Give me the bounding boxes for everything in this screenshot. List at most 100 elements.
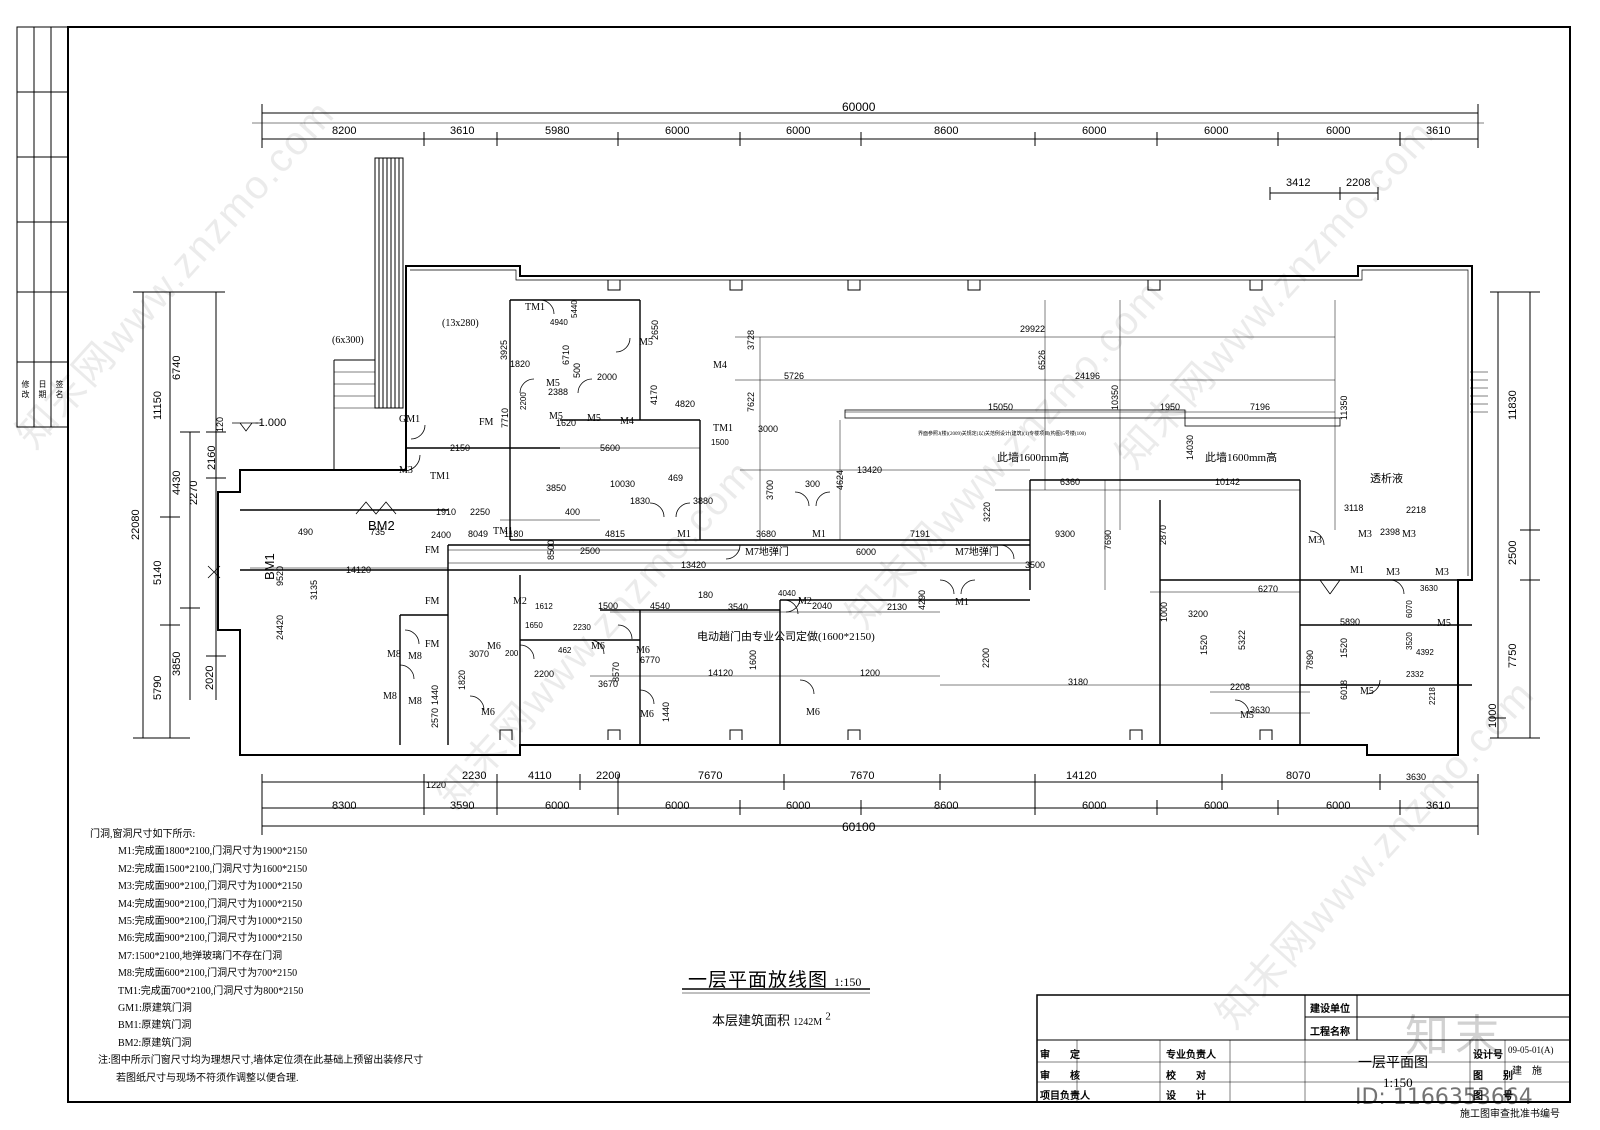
interior-dim: 735 <box>370 527 386 537</box>
dim-left-b: 3850 <box>171 651 183 676</box>
door-label: M6 <box>591 641 605 652</box>
door-label: M1 <box>1350 565 1364 576</box>
project-label: 工程名称 <box>1310 1027 1350 1038</box>
door-label: M3 <box>1435 567 1449 578</box>
sign-row-label: 设 计 <box>1166 1091 1206 1102</box>
dim-bottom-row1: 7670 <box>698 770 723 782</box>
interior-dim: 1910 <box>436 507 457 517</box>
drawing-scale: 1:150 <box>834 975 862 989</box>
interior-dim: 1000 <box>1159 601 1169 622</box>
sign-row-label: 校 对 <box>1166 1071 1206 1082</box>
door-label: M5 <box>639 337 653 348</box>
door-label: M3 <box>1358 529 1372 540</box>
dim-top-seg: 6000 <box>665 125 690 137</box>
interior-dim: 3630 <box>1250 705 1271 715</box>
interior-dim: 2570 <box>430 707 440 728</box>
door-label: M6 <box>640 709 654 720</box>
interior-dim: 29922 <box>1020 324 1046 334</box>
door-label: M5 <box>1437 618 1451 629</box>
dim-bottom-row2: 3610 <box>1426 800 1451 812</box>
door-label: BM2 <box>368 518 395 533</box>
door-label: M5 <box>549 411 563 422</box>
dim-bottom-row1: 2200 <box>596 770 621 782</box>
dim-bottom-overall: 60100 <box>842 820 876 834</box>
interior-dim: 3070 <box>469 649 490 659</box>
interior-dim: 3925 <box>499 339 509 360</box>
dim-bottom-small: 1220 <box>426 780 447 790</box>
interior-dim: 3000 <box>758 424 779 434</box>
interior-dim: 4624 <box>835 469 845 490</box>
interior-dim: 2250 <box>470 507 491 517</box>
dim-left-b: 4430 <box>171 470 183 495</box>
interior-dim: 3500 <box>1025 560 1046 570</box>
dim-bottom-row1: 7670 <box>850 770 875 782</box>
interior-dim: 200 <box>505 649 519 658</box>
interior-dim: 15050 <box>988 402 1014 412</box>
interior-dim: 6018 <box>1339 679 1349 700</box>
notes-item: M3:完成面900*2100,门洞尺寸为1000*2150 <box>118 881 303 893</box>
interior-dim: 1500 <box>711 438 729 447</box>
interior-dim: 5600 <box>600 443 621 453</box>
interior-dim: 24420 <box>275 614 285 640</box>
interior-dim: 5726 <box>784 371 805 381</box>
dim-top-seg: 6000 <box>1204 125 1229 137</box>
num-value: 09-05-01(A) <box>1508 1045 1554 1055</box>
sign-row-label: 专业负责人 <box>1166 1050 1216 1061</box>
door-label: M6 <box>487 641 501 652</box>
dim-top-seg: 5980 <box>545 125 570 137</box>
interior-dim: 2218 <box>1428 687 1437 705</box>
interior-dim: 2500 <box>580 546 601 556</box>
interior-dim: 2130 <box>887 602 908 612</box>
area-value: 1242M <box>793 1017 823 1028</box>
notes-item: GM1:原建筑门洞 <box>118 1003 192 1015</box>
level-mark: -1.000 <box>255 417 287 429</box>
margin-label: 签 名 <box>55 380 64 398</box>
interior-dim: 2150 <box>450 443 471 453</box>
door-label: M1 <box>812 529 826 540</box>
interior-dim: 11350 <box>1339 395 1349 420</box>
interior-dim: 4820 <box>675 399 696 409</box>
interior-dim: 1520 <box>1199 634 1209 655</box>
notes-item: M7:1500*2100,地弹玻璃门不存在门洞 <box>118 950 283 962</box>
interior-dim: 300 <box>805 479 821 489</box>
interior-dim: 469 <box>668 473 684 483</box>
dim-left-a: 5140 <box>152 560 164 585</box>
notes-footer: 注:图中所示门窗尺寸均为理想尺寸,墙体定位须在此基础上预留出装修尺寸 <box>98 1055 424 1067</box>
door-label: M4 <box>620 416 634 427</box>
dim-bottom-row2: 6000 <box>786 800 811 812</box>
dim-bottom-row2: 3590 <box>450 800 475 812</box>
interior-dim: 4540 <box>650 601 671 611</box>
interior-dim: 400 <box>565 507 581 517</box>
door-label: TM1 <box>493 526 513 537</box>
interior-dim: 1950 <box>1160 402 1181 412</box>
interior-dim: 8500 <box>546 539 556 560</box>
interior-dim: 180 <box>698 590 714 600</box>
area-unit: 2 <box>825 1010 831 1023</box>
door-label: GM1 <box>399 414 421 425</box>
interior-dim: 9520 <box>275 565 285 586</box>
notes-item: M4:完成面900*2100,门洞尺寸为1000*2150 <box>118 898 303 910</box>
dim-top-seg: 6000 <box>1082 125 1107 137</box>
interior-dim: 1830 <box>630 496 651 506</box>
interior-dim: 7196 <box>1250 402 1271 412</box>
interior-dim: 14120 <box>346 565 372 575</box>
notes-item: TM1:完成面700*2100,门洞尺寸为800*2150 <box>118 985 304 997</box>
interior-dim: 1440 <box>661 701 671 722</box>
interior-dim: 6770 <box>640 655 661 665</box>
interior-dim: 7710 <box>500 407 510 428</box>
approval-label: 施工图审查批准书编号 <box>1460 1109 1560 1120</box>
margin-strip <box>16 26 69 428</box>
door-label: M8 <box>387 649 401 660</box>
interior-dim: 1820 <box>510 359 531 369</box>
sheet-border <box>67 26 1571 1103</box>
dim-top-sub: 2208 <box>1346 177 1371 189</box>
dim-top-seg: 3610 <box>1426 125 1451 137</box>
interior-dim: 10350 <box>1110 384 1120 410</box>
interior-dim: 1612 <box>535 602 553 611</box>
notes-item: BM2:原建筑门洞 <box>118 1037 192 1049</box>
dim-bottom-row2: 8600 <box>934 800 959 812</box>
interior-dim: 1620 <box>556 418 577 428</box>
drawing-name-scale: 1:150 <box>1383 1075 1413 1090</box>
num-label: 图 别 <box>1473 1071 1513 1082</box>
